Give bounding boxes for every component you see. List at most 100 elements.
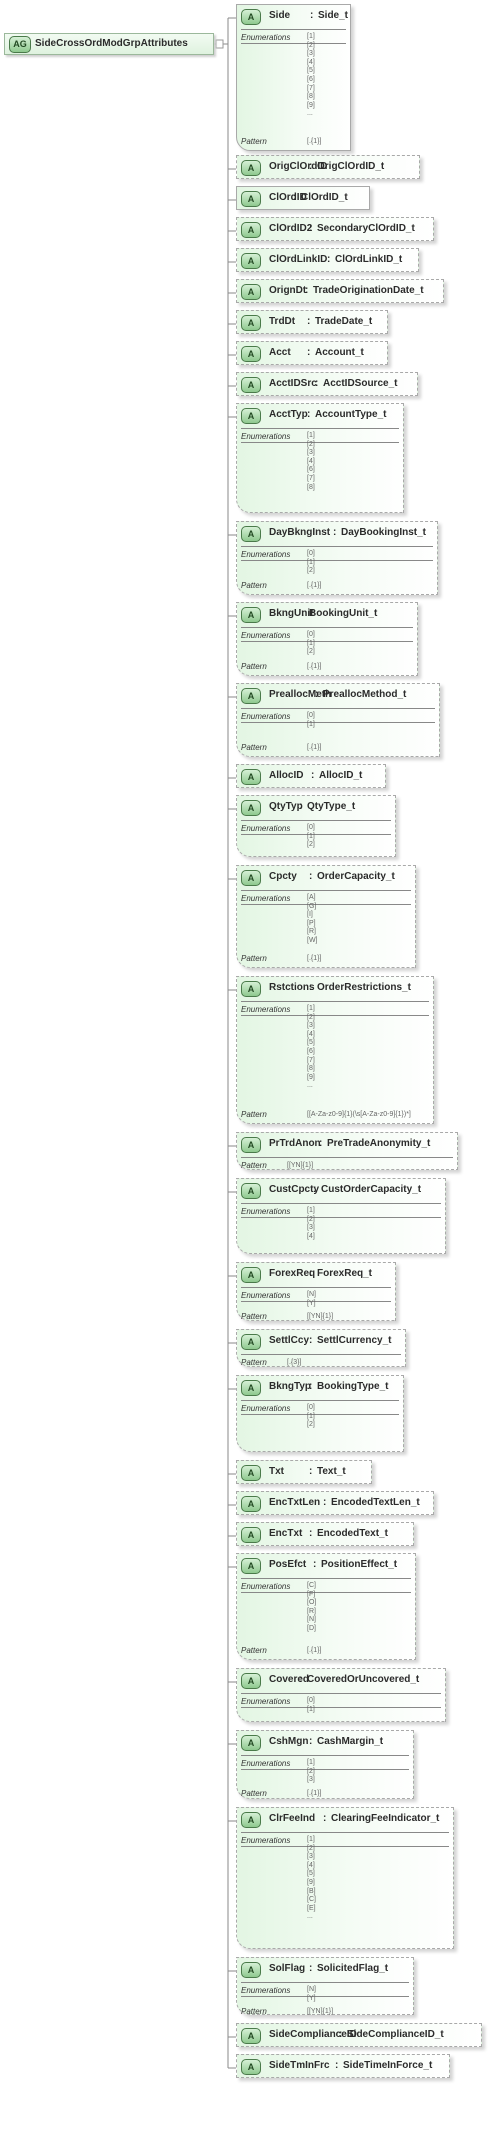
attribute-name: ForexReq bbox=[269, 1268, 316, 1279]
enumeration-value: [O] bbox=[307, 1599, 317, 1607]
type-separator: : bbox=[299, 801, 303, 812]
facet-divider bbox=[241, 1592, 411, 1593]
facet-divider bbox=[241, 627, 413, 628]
attribute-name: SideTmInFrc bbox=[269, 2060, 330, 2071]
enumeration-value: [N] bbox=[307, 1986, 316, 1993]
attribute-icon: A bbox=[241, 222, 261, 238]
facet-divider bbox=[241, 1015, 429, 1016]
attribute-icon: A bbox=[241, 1465, 261, 1481]
attribute-name: PrTrdAnon bbox=[269, 1138, 321, 1149]
attribute-group-root[interactable]: AG SideCrossOrdModGrpAttributes bbox=[4, 33, 214, 55]
attribute-type: ForexReq_t bbox=[317, 1268, 373, 1279]
enumeration-value: [9] bbox=[307, 1073, 315, 1081]
pattern-value: [[YN]{1}] bbox=[287, 1162, 314, 1169]
attribute-type: EncodedTextLen_t bbox=[331, 1497, 420, 1508]
type-separator: : bbox=[309, 1963, 313, 1974]
attribute-icon: A bbox=[241, 346, 261, 362]
facet-divider bbox=[241, 1578, 411, 1579]
enumeration-value: [3] bbox=[307, 1776, 315, 1784]
facet-divider bbox=[241, 546, 433, 547]
attribute-type: Side_t bbox=[318, 10, 349, 21]
attribute-type: AcctIDSource_t bbox=[323, 378, 398, 389]
type-separator: : bbox=[323, 1497, 327, 1508]
attribute-type: DayBookingInst_t bbox=[341, 527, 427, 538]
enumeration-value: [2] bbox=[307, 648, 315, 656]
enumerations-label: Enumerations bbox=[241, 33, 291, 42]
enumeration-value: [1] bbox=[307, 558, 315, 566]
enumeration-value: [1] bbox=[307, 639, 315, 647]
enumerations-label: Enumerations bbox=[241, 1759, 291, 1768]
enumeration-value: [8] bbox=[307, 93, 315, 101]
enumeration-value: [4] bbox=[307, 1861, 315, 1869]
enumeration-value: [R] bbox=[307, 1607, 316, 1615]
attribute-type: SettlCurrency_t bbox=[317, 1335, 392, 1346]
enumeration-value: [2] bbox=[307, 1767, 315, 1775]
enumeration-value: [7] bbox=[307, 84, 315, 92]
facet-divider bbox=[241, 442, 399, 443]
enumeration-value: [7] bbox=[307, 1056, 315, 1064]
enumeration-value: [E] bbox=[307, 1904, 316, 1912]
attribute-icon: A bbox=[241, 1137, 261, 1153]
attribute-name: BkngTyp bbox=[269, 1381, 312, 1392]
attribute-icon: A bbox=[241, 870, 261, 886]
enumeration-value: [8] bbox=[307, 483, 315, 491]
facet-divider bbox=[241, 1001, 429, 1002]
facet-divider bbox=[241, 641, 413, 642]
pattern-value: [.{1}] bbox=[307, 663, 322, 670]
attribute-type: BookingType_t bbox=[317, 1381, 389, 1392]
type-separator: : bbox=[309, 1528, 313, 1539]
enumerations-label: Enumerations bbox=[241, 1404, 291, 1413]
attribute-icon: A bbox=[241, 1673, 261, 1689]
attribute-icon: A bbox=[241, 1496, 261, 1512]
type-separator: : bbox=[309, 161, 313, 172]
attribute-icon: A bbox=[241, 1527, 261, 1543]
enumeration-value: [2] bbox=[307, 1215, 315, 1223]
attribute-group-icon: AG bbox=[9, 36, 31, 53]
facet-divider bbox=[241, 1832, 449, 1833]
attribute-type: Text_t bbox=[317, 1466, 346, 1477]
enumeration-value: [I] bbox=[307, 911, 313, 919]
enumeration-value: [C] bbox=[307, 1896, 316, 1904]
attribute-type: OrderCapacity_t bbox=[317, 871, 395, 882]
enumerations-label: Enumerations bbox=[241, 894, 291, 903]
attribute-name: SideComplianceID bbox=[269, 2029, 357, 2040]
enumeration-value: [A] bbox=[307, 894, 316, 901]
attribute-name: Side bbox=[269, 10, 291, 21]
attribute-type: OrderRestrictions_t bbox=[317, 982, 411, 993]
enumeration-value: [1] bbox=[307, 33, 315, 40]
attribute-type: TradeDate_t bbox=[315, 316, 373, 327]
